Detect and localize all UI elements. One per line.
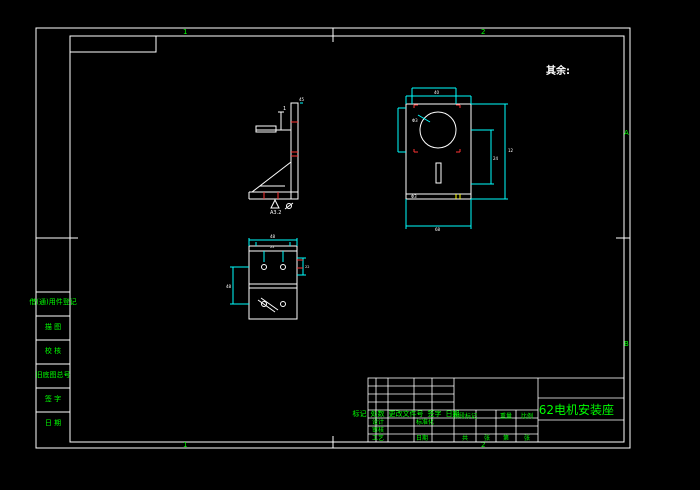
side-dim-1: 1: [283, 106, 286, 112]
left-label-date: 日 期: [45, 419, 61, 427]
label-weight: 重量: [500, 412, 512, 420]
title-row-labels: 标记处数更改文件号签字日期: [353, 409, 460, 418]
side-callout-box: [255, 125, 277, 133]
label-sheet-b: 张: [524, 434, 530, 442]
left-label-sign: 签 字: [45, 394, 61, 403]
side-vertical-plate: [290, 102, 299, 200]
base-hole-3: [261, 301, 267, 307]
side-roughness: A3.2: [270, 210, 281, 216]
label-sheet-a: 张: [484, 434, 490, 442]
left-label-check: 校 核: [45, 346, 61, 355]
base-plate-outline: [248, 245, 298, 320]
label-standardize: 标准化: [416, 418, 434, 426]
label-total: 共: [462, 434, 468, 442]
base-dimension-lines: [230, 238, 306, 305]
base-dim-side: 22: [305, 265, 309, 269]
label-scale: 比例: [521, 412, 533, 420]
inner-frame: [69, 35, 625, 443]
title-block-grid: [367, 377, 625, 443]
left-sign-column: [36, 291, 70, 413]
left-label-register: 借(通)用件登记: [29, 297, 76, 306]
label-review: 审核: [372, 426, 384, 434]
zone-top-2: 2: [481, 28, 485, 36]
front-dim-slot: 24: [493, 156, 499, 161]
base-hole-2: [280, 264, 286, 270]
zone-right-a: A: [624, 129, 629, 137]
base-hole-1: [261, 264, 267, 270]
label-process: 工艺: [372, 434, 384, 442]
base-view: 48 48 22 22: [226, 234, 309, 320]
front-dim-bottom: 68: [435, 227, 441, 232]
surface-finish-note: 其余:: [546, 64, 570, 77]
zone-bottom-2: 2: [481, 441, 485, 449]
front-slot: [435, 162, 442, 184]
base-dim-height: 48: [226, 284, 232, 289]
top-view-hole: Φ3: [411, 194, 417, 199]
label-stage: 阶段标记: [453, 412, 477, 420]
part-name: 62电机安装座: [539, 402, 614, 417]
motor-bore: [419, 111, 457, 149]
zone-bottom-1: 1: [183, 441, 187, 449]
base-hole-4: [280, 301, 286, 307]
label-no: 第: [503, 434, 509, 442]
side-dim-45: 45: [299, 97, 305, 102]
zone-right-b: B: [624, 340, 629, 348]
front-dim-top: 40: [434, 90, 440, 95]
front-dim-hole: Φ3: [412, 118, 418, 123]
side-view: 1 A3.2 45: [248, 97, 305, 216]
outer-sheet-border: [35, 27, 631, 449]
left-label-trace: 描 图: [45, 322, 61, 331]
front-dimension-lines: [397, 87, 508, 229]
side-gusset: [251, 161, 292, 193]
label-date: 日期: [416, 434, 428, 442]
code-box: [69, 35, 157, 53]
front-dim-right: 12: [508, 148, 514, 153]
base-dim-holes: 22: [270, 245, 274, 249]
label-design: 设计: [372, 418, 384, 426]
base-dim-width: 48: [270, 234, 276, 239]
front-view: 40 68 12 24 Φ3 Φ3: [397, 87, 514, 232]
zone-top-1: 1: [183, 28, 187, 36]
left-label-old-number: 旧底图总号: [36, 370, 71, 379]
